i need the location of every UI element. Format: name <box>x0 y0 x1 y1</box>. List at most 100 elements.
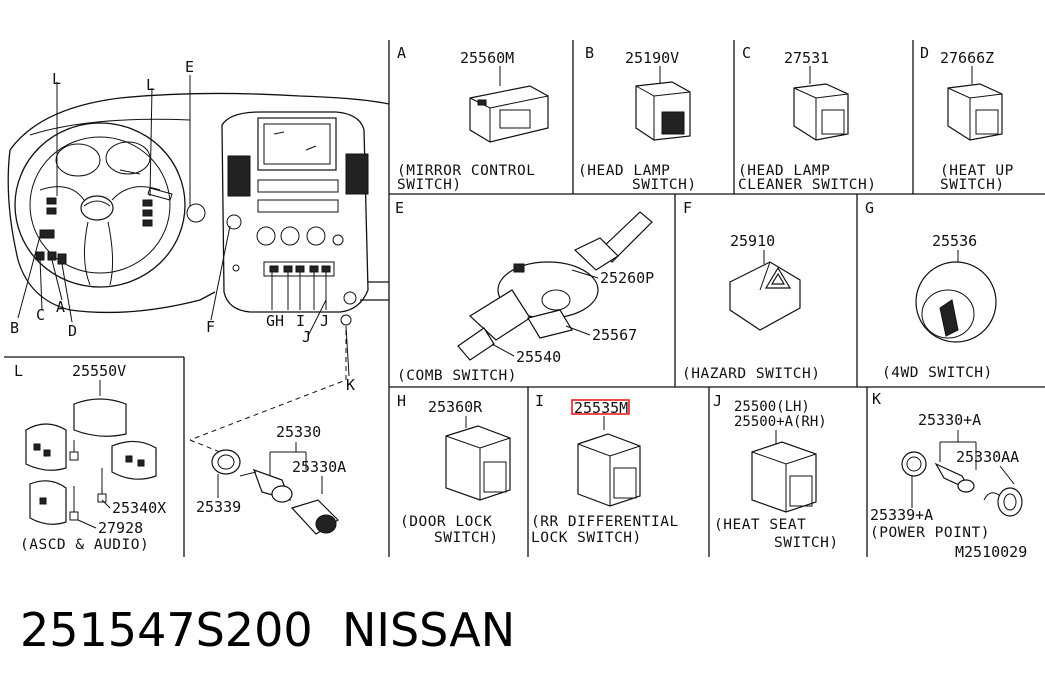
panel-a-caption-2: SWITCH) <box>397 177 462 193</box>
panel-f-caption: (HAZARD SWITCH) <box>682 366 820 382</box>
overview-letter-e: E <box>185 58 194 76</box>
power-point-icon <box>901 451 1023 517</box>
overview-letter-j2: J <box>302 328 311 346</box>
panel-k-letter: K <box>872 390 881 408</box>
panel-b-caption-1: (HEAD LAMP <box>578 163 670 179</box>
panel-l-part-2: 25340X <box>112 499 166 517</box>
panel-h-part: 25360R <box>428 398 483 416</box>
overview-letter-k: K <box>346 376 355 394</box>
panel-a: A 25560M (MIRROR CONTROL SWITCH) <box>397 44 549 193</box>
head-lamp-cleaner-switch-icon <box>793 83 849 141</box>
lighter-part-1: 25330 <box>276 423 321 441</box>
comb-switch-icon <box>457 211 653 361</box>
panel-i-part: 25535M <box>574 399 628 417</box>
overview-letter-a: A <box>56 298 65 316</box>
overview-letter-d: D <box>68 322 77 340</box>
panel-a-caption-1: (MIRROR CONTROL <box>397 163 535 179</box>
panel-k-part-3: 25339+A <box>870 506 933 524</box>
hazard-switch-icon <box>729 261 801 331</box>
panel-h-caption-2: SWITCH) <box>434 530 499 546</box>
panel-i-caption-2: LOCK SWITCH) <box>531 530 642 546</box>
panel-d-part: 27666Z <box>940 49 994 67</box>
panel-j-caption-2: SWITCH) <box>774 535 839 551</box>
panel-k-part-1: 25330+A <box>918 411 981 429</box>
lighter-group: 25330 25330A 25339 <box>196 423 346 535</box>
overview-letter-c: C <box>36 306 45 324</box>
panel-d-caption-1: (HEAT UP <box>940 163 1014 179</box>
panel-c-caption-2: CLEANER SWITCH) <box>738 177 876 193</box>
panel-i-letter: I <box>535 392 544 410</box>
mirror-control-switch-icon <box>469 85 549 143</box>
dashboard-overview <box>7 75 390 453</box>
panel-k-caption: (POWER POINT) <box>870 525 990 541</box>
panel-j-part-1: 25500(LH) <box>734 399 810 415</box>
heat-seat-switch-icon <box>751 441 817 513</box>
overview-letter-j: J <box>320 312 329 330</box>
cigarette-lighter-icon <box>211 449 339 535</box>
panel-c: C 27531 (HEAD LAMP CLEANER SWITCH) <box>738 44 876 193</box>
part-highlight-box <box>571 399 630 415</box>
panel-c-caption-1: (HEAD LAMP <box>738 163 830 179</box>
panel-e-part-1: 25260P <box>600 269 654 287</box>
panel-k: K 25330+A 25330AA 25339+A (POWER POINT) … <box>870 390 1027 561</box>
panel-f-part: 25910 <box>730 232 775 250</box>
panel-i-caption-1: (RR DIFFERENTIAL <box>531 514 679 530</box>
door-lock-switch-icon <box>445 425 511 501</box>
panel-g: G 25536 (4WD SWITCH) <box>865 199 997 381</box>
panel-e: E 25260P 25567 25540 (COMB SWITCH) <box>395 199 654 384</box>
panel-g-caption: (4WD SWITCH) <box>882 365 993 381</box>
panel-h-caption-1: (DOOR LOCK <box>400 514 492 530</box>
panel-h: H 25360R (DOOR LOCK SWITCH) <box>397 392 511 546</box>
panel-f: F 25910 (HAZARD SWITCH) <box>682 199 820 382</box>
overview-letter-gh: GH <box>266 312 284 330</box>
panel-d: D 27666Z (HEAT UP SWITCH) <box>920 44 1014 193</box>
panel-l-caption: (ASCD & AUDIO) <box>20 537 149 553</box>
panel-e-caption: (COMB SWITCH) <box>397 368 517 384</box>
panel-e-part-3: 25540 <box>516 348 561 366</box>
panel-l: L 25550V 25340X 27928 (ASCD & AUDIO) <box>14 362 166 553</box>
panel-b-caption-2: SWITCH) <box>632 177 697 193</box>
rr-differential-lock-switch-icon <box>577 433 641 507</box>
panel-l-part-3: 27928 <box>98 519 143 537</box>
panel-j-letter: J <box>713 392 722 410</box>
overview-letter-f: F <box>206 318 215 336</box>
panel-e-part-2: 25567 <box>592 326 637 344</box>
panel-g-letter: G <box>865 199 874 217</box>
overview-letter-b: B <box>10 319 19 337</box>
panel-g-part: 25536 <box>932 232 977 250</box>
ascd-audio-switch-icon <box>25 398 157 525</box>
panel-b-part: 25190V <box>625 49 679 67</box>
panel-j: J 25500(LH) 25500+A(RH) (HEAT SEAT SWITC… <box>713 392 839 551</box>
panel-j-part-2: 25500+A(RH) <box>734 414 827 430</box>
panel-grid-lines <box>4 40 1045 557</box>
footer-part-number: 251547S200 <box>20 603 313 657</box>
panel-e-letter: E <box>395 199 404 217</box>
lighter-part-3: 25339 <box>196 498 241 516</box>
panel-j-caption-1: (HEAT SEAT <box>714 517 806 533</box>
panel-d-letter: D <box>920 44 929 62</box>
overview-letter-i: I <box>296 312 305 330</box>
panel-k-part-2: 25330AA <box>956 448 1019 466</box>
4wd-switch-icon <box>915 261 997 343</box>
panel-d-caption-2: SWITCH) <box>940 177 1005 193</box>
panel-i: I 25535M (RR DIFFERENTIAL LOCK SWITCH) <box>531 392 679 546</box>
panel-h-letter: H <box>397 392 406 410</box>
diagram-code: M2510029 <box>955 543 1027 561</box>
footer: 251547S200 NISSAN <box>20 603 515 657</box>
panel-b: B 25190V (HEAD LAMP SWITCH) <box>578 44 697 193</box>
panel-a-part: 25560M <box>460 49 514 67</box>
footer-brand: NISSAN <box>342 603 515 657</box>
panel-l-letter: L <box>14 362 23 380</box>
panel-l-part-1: 25550V <box>72 362 126 380</box>
overview-letters: L L E B C A D F GH I J K J <box>10 58 355 394</box>
overview-letter-l1: L <box>52 70 61 88</box>
overview-letter-l2: L <box>146 76 155 94</box>
panel-f-letter: F <box>683 199 692 217</box>
panel-a-letter: A <box>397 44 406 62</box>
lighter-part-2: 25330A <box>292 458 346 476</box>
panel-c-part: 27531 <box>784 49 829 67</box>
panel-b-letter: B <box>585 44 594 62</box>
heat-up-switch-icon <box>947 83 1003 141</box>
panel-c-letter: C <box>742 44 751 62</box>
